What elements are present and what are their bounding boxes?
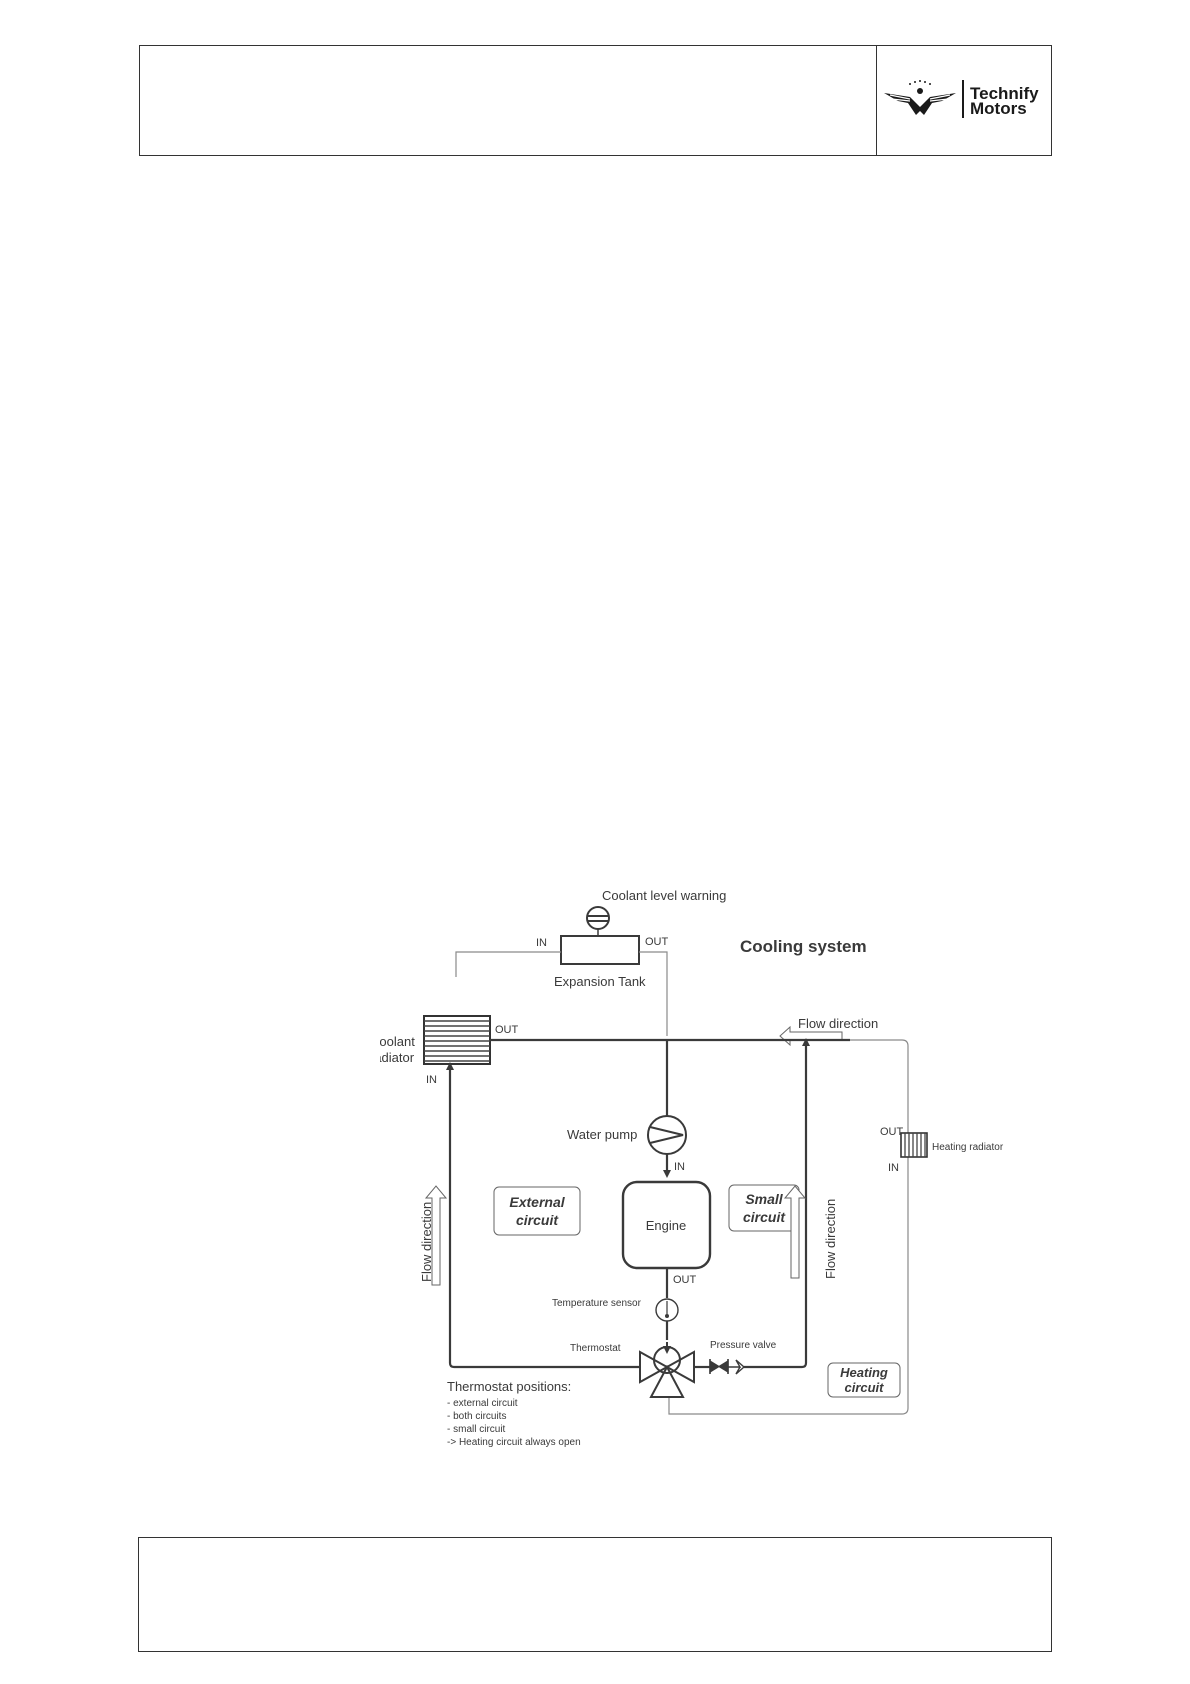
flow-direction-left-label: Flow direction [419,1202,434,1282]
heating-radiator-label: Heating radiator [932,1142,1004,1153]
thermostat-valve-icon [639,1342,695,1398]
pressure-valve-icon [709,1359,746,1375]
small-circuit-label-2: circuit [743,1209,786,1225]
thermostat-label: Thermostat [570,1343,621,1354]
expansion-tank [560,935,640,965]
coolant-radiator-label-1: Coolant [380,1034,415,1049]
radiator-in-label: IN [426,1074,437,1086]
cooling-system-diagram: Cooling system Coolant level warning IN … [380,888,1004,1448]
pressure-valve-label: Pressure valve [710,1340,777,1351]
tank-in-label: IN [536,937,547,949]
expansion-tank-label: Expansion Tank [554,974,646,989]
external-circuit-pipe [446,1062,640,1369]
company-logo: Technify Motors [884,80,1039,118]
small-circuit-label-1: Small [745,1191,783,1207]
engine-out-label: OUT [673,1274,697,1286]
heating-out-line [850,1039,909,1138]
header-divider [876,46,877,155]
flow-direction-right-label: Flow direction [823,1199,838,1279]
expansion-in-line [455,951,561,977]
coolant-level-warning-label: Coolant level warning [602,888,726,903]
logo-text-line1: Technify [970,84,1039,103]
flow-direction-arrow-right [783,1185,807,1279]
flow-direction-top-label: Flow direction [798,1016,878,1031]
external-circuit-label-1: External [509,1194,565,1210]
water-pump-icon [647,1115,687,1155]
engine-label: Engine [646,1218,686,1233]
expansion-out-line [639,951,668,1036]
external-circuit-label-2: circuit [516,1212,559,1228]
heating-circuit-box [827,1362,901,1398]
thermostat-positions-title: Thermostat positions: [447,1379,571,1394]
diagram-title: Cooling system [740,937,867,956]
coolant-radiator [423,1015,491,1065]
coolant-radiator-label-2: radiator [380,1050,415,1065]
temperature-sensor-label: Temperature sensor [552,1298,642,1309]
flow-direction-arrow-left [424,1185,448,1286]
coolant-level-warning-icon [586,906,610,936]
page-footer [138,1537,1052,1652]
radiator-out-label: OUT [495,1024,519,1036]
small-circuit-pipe [788,1038,810,1369]
tank-out-label: OUT [645,936,669,948]
page-header: Technify Motors [139,45,1052,156]
thermostat-position-item: - both circuits [447,1411,506,1422]
logo-text-line2: Motors [970,99,1027,118]
thermostat-position-item: - small circuit [447,1424,506,1435]
external-circuit-box [493,1186,581,1236]
thermostat-position-item: - external circuit [447,1398,518,1409]
eagle-logo-icon [884,80,956,115]
heating-circuit-label-2: circuit [844,1380,884,1395]
water-pump-label: Water pump [567,1127,637,1142]
temperature-sensor-icon [655,1298,679,1322]
heating-in-line [668,1152,909,1415]
logo-divider [962,80,964,118]
pump-in-label: IN [674,1161,685,1173]
heating-radiator [900,1132,928,1158]
heating-out-label: OUT [880,1126,904,1138]
heating-in-label: IN [888,1162,899,1174]
thermostat-position-item: -> Heating circuit always open [447,1437,581,1448]
heating-circuit-label-1: Heating [840,1365,888,1380]
